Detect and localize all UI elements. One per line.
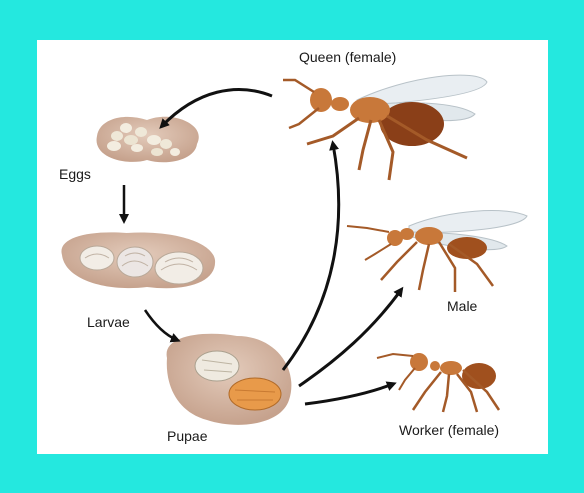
- pupae-to-queen-arrow: [281, 140, 341, 371]
- eggs-label: Eggs: [59, 166, 91, 182]
- male-ant-icon: [346, 210, 528, 292]
- life-cycle-diagram: [61, 74, 528, 425]
- larvae-to-pupae-arrow: [143, 309, 181, 343]
- pupae-to-male-arrow: [298, 286, 404, 388]
- queen-to-eggs-arrow: [159, 88, 273, 129]
- male-label: Male: [447, 298, 478, 314]
- diagram-panel: Queen (female) Eggs Larvae Male Pupae Wo…: [37, 40, 548, 454]
- eggs-icon: [96, 116, 199, 163]
- queen-label: Queen (female): [299, 49, 397, 65]
- larvae-label: Larvae: [87, 314, 130, 330]
- queen-ant-icon: [283, 74, 488, 181]
- pupae-label: Pupae: [167, 428, 208, 444]
- larvae-icon: [61, 232, 216, 289]
- worker-ant-icon: [376, 352, 501, 413]
- pupae-icon: [166, 333, 292, 425]
- worker-label: Worker (female): [399, 422, 500, 438]
- pupae-to-worker-arrow: [304, 381, 397, 406]
